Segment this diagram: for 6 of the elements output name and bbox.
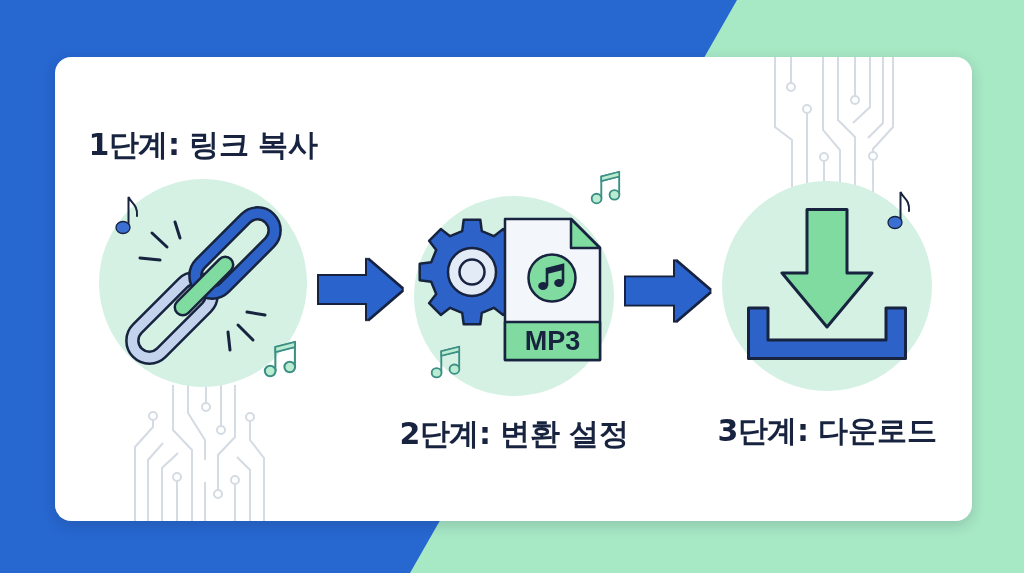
file-type-label: MP3 <box>524 326 581 356</box>
step-title: 3단계: 다운로드 <box>717 413 937 449</box>
block-arrow <box>319 259 402 320</box>
step-title: 2단계: 변환 설정 <box>399 416 629 452</box>
step-title: 1단계: 링크 복사 <box>88 127 318 163</box>
block-arrow <box>626 261 710 321</box>
